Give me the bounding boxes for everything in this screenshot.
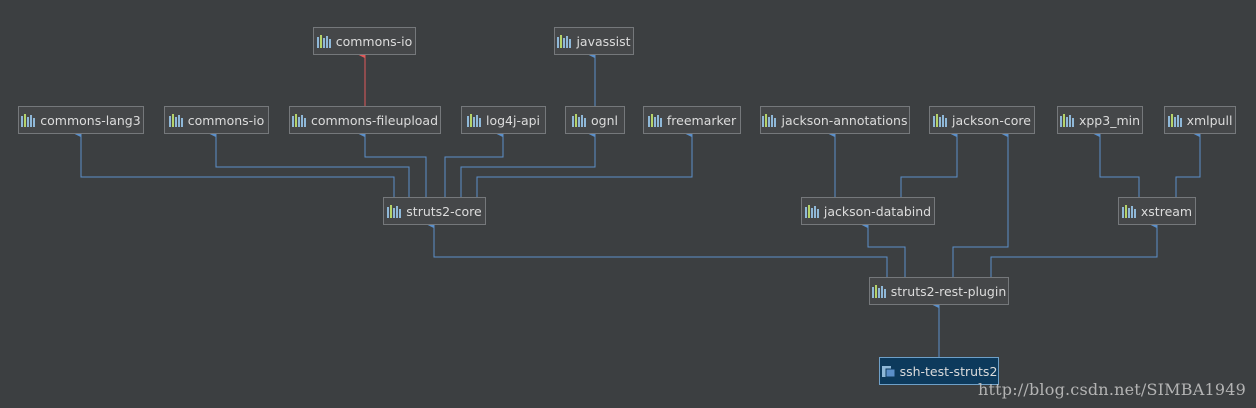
- node-commons-io-top[interactable]: commons-io: [313, 27, 416, 55]
- node-struts2-core[interactable]: struts2-core: [383, 197, 486, 225]
- node-label: struts2-core: [406, 203, 482, 219]
- node-label: freemarker: [666, 112, 737, 128]
- edge-xstream-to-xpp3_min: [1093, 130, 1140, 197]
- library-bars-icon: [387, 204, 402, 218]
- edge-jackson-databind-to-jackson-core: [900, 130, 958, 197]
- node-label: ognl: [591, 112, 618, 128]
- node-xstream[interactable]: xstream: [1118, 197, 1196, 225]
- library-bars-icon: [168, 113, 183, 127]
- edge-struts2-rest-plugin-to-jackson-databind: [861, 221, 906, 277]
- node-freemarker[interactable]: freemarker: [643, 106, 741, 134]
- edge-struts2-core-to-log4j-api: [444, 130, 504, 197]
- node-ssh-test-struts2[interactable]: ssh-test-struts2: [879, 357, 999, 385]
- edge-struts2-core-to-commons-lang3: [74, 130, 395, 197]
- node-label: commons-io: [187, 112, 265, 128]
- library-bars-icon: [1121, 204, 1136, 218]
- library-bars-icon: [466, 113, 481, 127]
- node-ognl[interactable]: ognl: [565, 106, 625, 134]
- node-jackson-databind[interactable]: jackson-databind: [801, 197, 935, 225]
- node-xpp3_min[interactable]: xpp3_min: [1057, 106, 1143, 134]
- node-label: xmlpull: [1186, 112, 1233, 128]
- library-bars-icon: [647, 113, 662, 127]
- node-commons-io[interactable]: commons-io: [164, 106, 269, 134]
- library-bars-icon: [762, 113, 777, 127]
- edge-struts2-rest-plugin-to-jackson-core: [952, 130, 1009, 277]
- node-label: jackson-databind: [823, 203, 932, 219]
- node-label: commons-io: [335, 33, 413, 49]
- node-javassist[interactable]: javassist: [554, 27, 634, 55]
- library-bars-icon: [572, 113, 586, 127]
- library-bars-icon: [804, 204, 819, 218]
- library-bars-icon: [21, 113, 36, 127]
- node-label: struts2-rest-plugin: [890, 283, 1007, 299]
- edge-struts2-core-to-commons-fileupload: [358, 130, 427, 197]
- node-label: commons-lang3: [40, 112, 141, 128]
- node-struts2-rest-plugin[interactable]: struts2-rest-plugin: [869, 277, 1009, 305]
- library-bars-icon: [1167, 113, 1182, 127]
- node-label: log4j-api: [485, 112, 541, 128]
- library-bars-icon: [871, 284, 886, 298]
- node-jackson-annotations[interactable]: jackson-annotations: [760, 106, 910, 134]
- module-icon: [881, 365, 896, 377]
- library-bars-icon: [1059, 113, 1074, 127]
- node-xmlpull[interactable]: xmlpull: [1164, 106, 1236, 134]
- edge-struts2-core-to-ognl: [460, 130, 596, 197]
- node-label: commons-fileupload: [310, 112, 439, 128]
- node-label: xpp3_min: [1078, 112, 1141, 128]
- library-bars-icon: [933, 113, 948, 127]
- library-bars-icon: [316, 34, 331, 48]
- edge-struts2-rest-plugin-to-struts2-core: [427, 221, 888, 277]
- library-bars-icon: [557, 34, 572, 48]
- node-jackson-core[interactable]: jackson-core: [929, 106, 1035, 134]
- node-label: jackson-core: [952, 112, 1031, 128]
- edge-struts2-rest-plugin-to-xstream: [990, 221, 1158, 277]
- node-label: xstream: [1140, 203, 1193, 219]
- watermark-text: http://blog.csdn.net/SIMBA1949: [978, 380, 1246, 399]
- edge-struts2-core-to-freemarker: [476, 130, 693, 197]
- node-log4j-api[interactable]: log4j-api: [461, 106, 546, 134]
- node-label: javassist: [576, 33, 631, 49]
- node-commons-lang3[interactable]: commons-lang3: [18, 106, 144, 134]
- node-commons-fileupload[interactable]: commons-fileupload: [289, 106, 441, 134]
- node-label: ssh-test-struts2: [899, 363, 998, 379]
- node-label: jackson-annotations: [781, 112, 908, 128]
- edge-xstream-to-xmlpull: [1175, 130, 1201, 197]
- edge-struts2-core-to-commons-io: [209, 130, 410, 197]
- library-bars-icon: [291, 113, 306, 127]
